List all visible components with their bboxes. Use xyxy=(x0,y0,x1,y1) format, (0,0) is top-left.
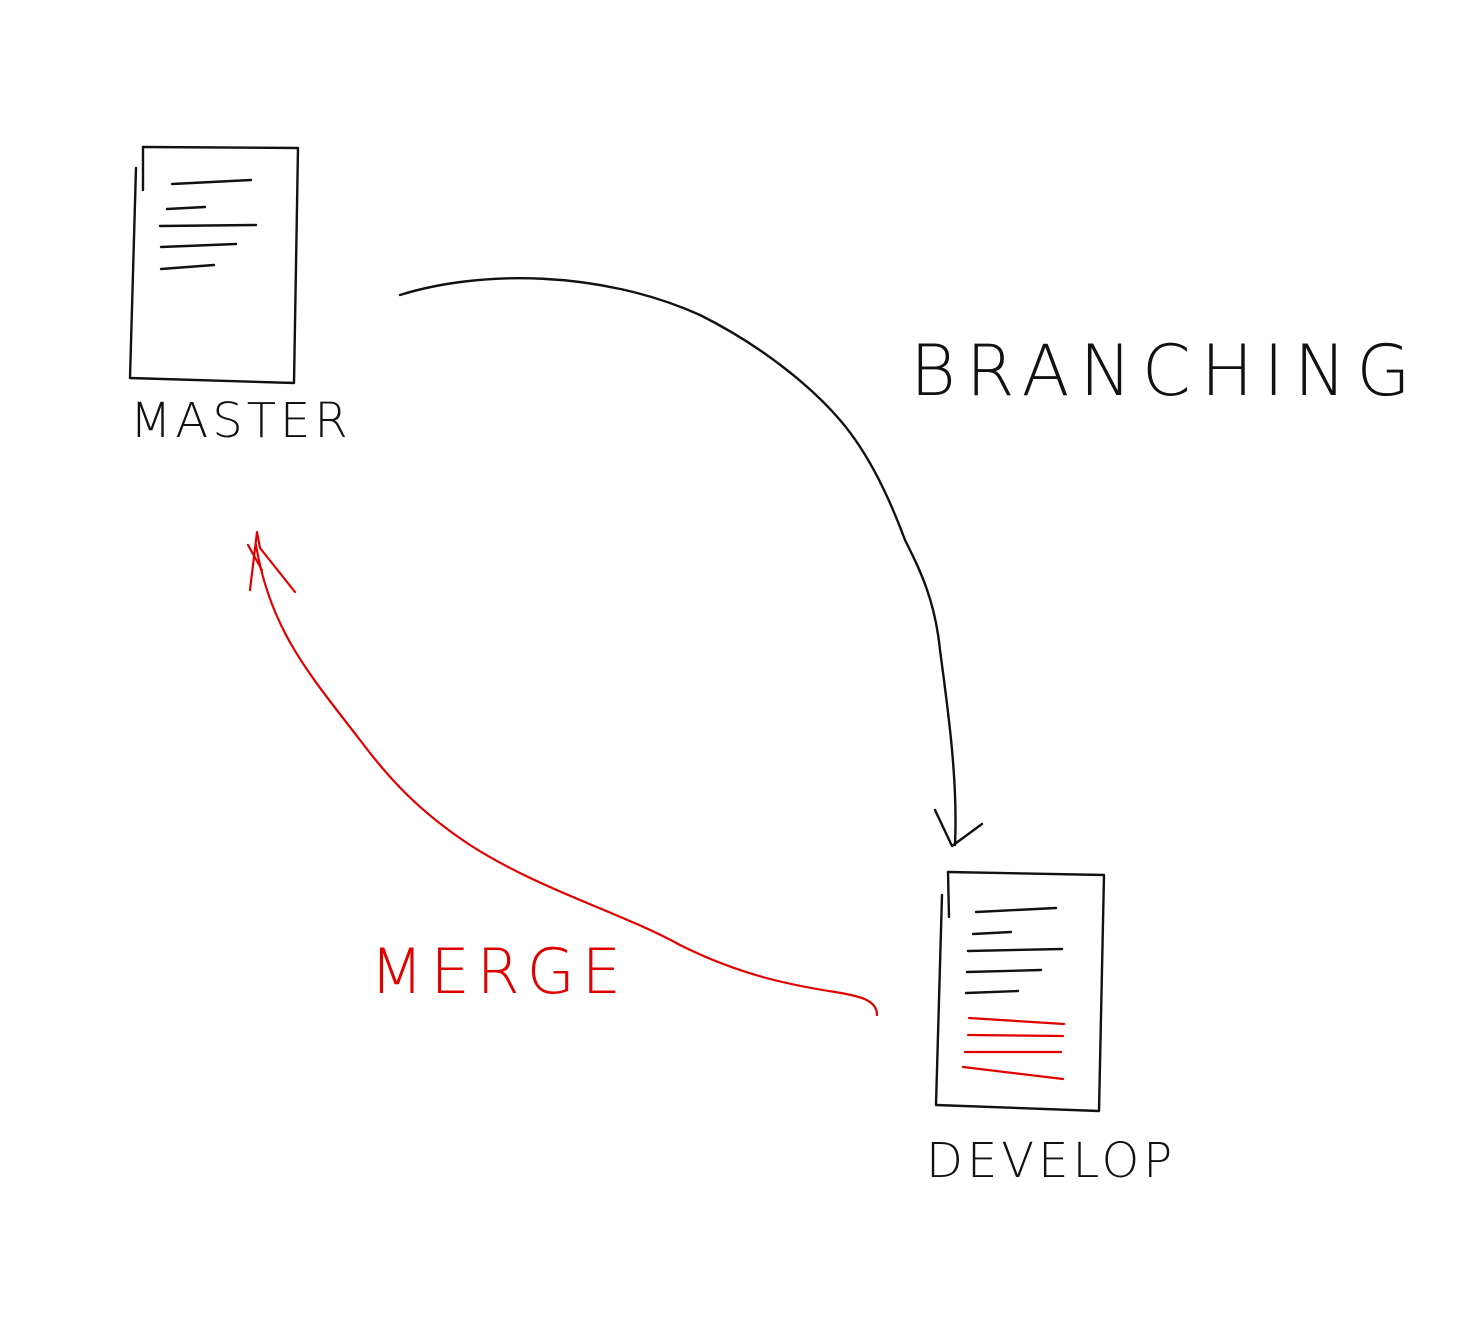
develop-document-fold xyxy=(946,870,951,919)
develop-text-line xyxy=(974,906,1058,914)
merge-arrow xyxy=(246,530,879,1017)
develop-text-line xyxy=(965,968,1043,974)
master-text-line xyxy=(159,263,216,271)
branching-arrow xyxy=(398,277,984,848)
merge-arrow-curve xyxy=(254,543,879,1017)
branching-label: BRANCHING xyxy=(910,330,1421,412)
develop-text-line xyxy=(966,947,1064,953)
master-label: MASTER xyxy=(130,393,352,449)
merge-arrowhead-stroke xyxy=(246,543,264,572)
develop-new-text-line xyxy=(966,1033,1065,1038)
develop-new-text-line xyxy=(961,1065,1065,1081)
develop-new-text-line xyxy=(967,1016,1066,1026)
master-document-outline xyxy=(128,145,300,385)
master-text-line xyxy=(170,178,253,186)
merge-label: MERGE xyxy=(370,935,628,1008)
master-document xyxy=(128,145,300,385)
master-text-line xyxy=(165,205,207,211)
develop-label: DEVELOP xyxy=(926,1133,1176,1189)
develop-document xyxy=(934,870,1106,1113)
develop-document-outline xyxy=(934,870,1106,1113)
branching-arrowhead xyxy=(933,808,984,848)
develop-text-line xyxy=(964,989,1020,995)
branching-arrow-curve xyxy=(398,277,957,847)
master-text-line xyxy=(159,242,238,249)
develop-text-line xyxy=(971,930,1013,936)
merge-arrowhead xyxy=(248,530,297,594)
master-text-line xyxy=(158,223,258,228)
